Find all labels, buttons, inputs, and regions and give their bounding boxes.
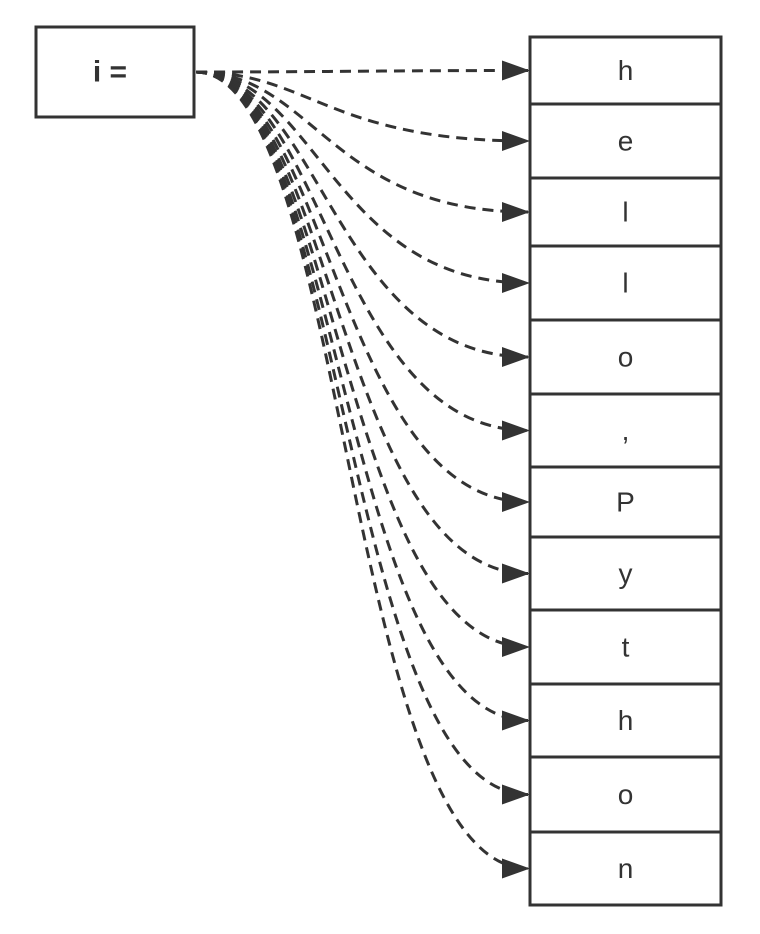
sequence-cell-label: n: [618, 853, 634, 884]
sequence-cell-label: h: [618, 55, 634, 86]
pointer-arrow: [195, 70, 530, 512]
pointer-arrow: [195, 70, 530, 657]
arrows-group: [195, 60, 530, 879]
sequence-cell: [528, 830, 723, 907]
sequence-cell-label: e: [618, 126, 634, 157]
sequence-cell-label: y: [619, 558, 633, 589]
pointer-arrow: [195, 70, 530, 367]
sequence-cell-label: o: [618, 342, 634, 373]
variable-box-frame: [34, 25, 196, 119]
variable-box: i =: [34, 25, 196, 119]
sequence-cell-label: ,: [622, 415, 630, 446]
sequence-cell-label: o: [618, 779, 634, 810]
pointer-arrow: [195, 70, 530, 805]
sequence-cell-label: t: [622, 632, 630, 663]
sequence-cell: [528, 608, 723, 686]
pointer-arrow: [195, 70, 530, 151]
sequence-cell: [528, 465, 723, 539]
sequence-cell-label: l: [622, 268, 628, 299]
pointer-arrow: [195, 70, 530, 222]
pointer-arrow: [195, 70, 530, 879]
sequence-cell-label: l: [622, 197, 628, 228]
pointer-arrow: [195, 60, 530, 81]
sequence-cell: [528, 392, 723, 469]
pointer-arrow: [195, 70, 530, 731]
sequence-cell: [528, 755, 723, 834]
sequence-cell-label: h: [618, 705, 634, 736]
sequence-cell: [528, 35, 723, 106]
sequence-cells: h e l l o, Py t h o n: [528, 35, 723, 907]
pointer-arrow: [195, 70, 530, 293]
variable-label: i =: [93, 56, 127, 89]
pointer-arrow: [195, 70, 530, 441]
sequence-cell: [528, 102, 723, 180]
sequence-cell-label: P: [616, 487, 635, 518]
sequence-cell: [528, 535, 723, 612]
